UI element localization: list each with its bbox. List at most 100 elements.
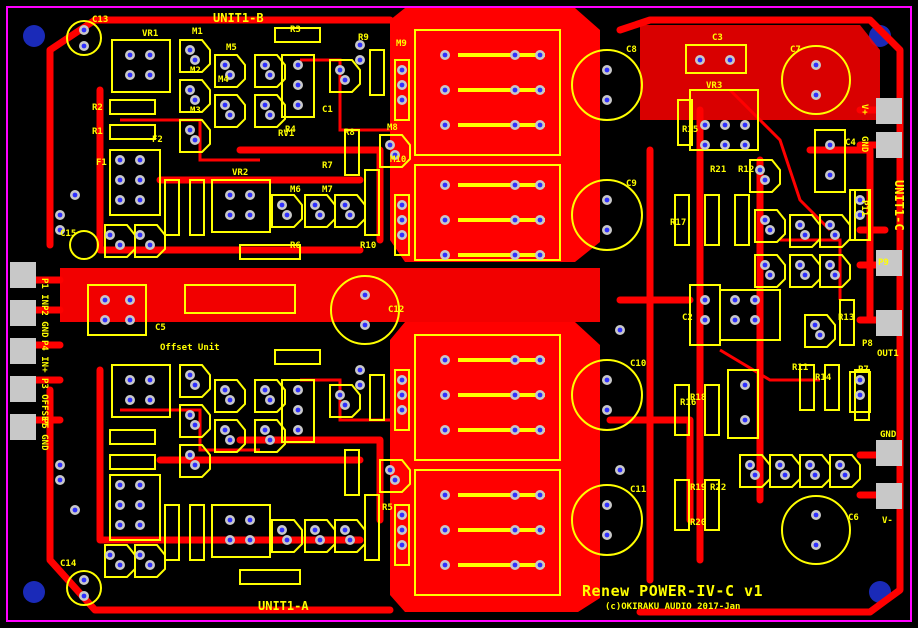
pad-hole xyxy=(262,387,268,393)
pad-hole xyxy=(107,232,113,238)
pad-hole xyxy=(387,467,393,473)
power-transistors xyxy=(414,29,561,596)
pad-hole xyxy=(227,212,233,218)
component-ref-c6: C6 xyxy=(848,513,859,523)
component-ref-m9: M9 xyxy=(396,39,407,49)
pad-hole xyxy=(117,522,123,528)
pad-hole xyxy=(802,232,808,238)
pad-hole xyxy=(762,177,768,183)
pad-hole xyxy=(727,57,733,63)
component-ref-c12: C12 xyxy=(388,305,404,315)
pad-hole xyxy=(312,527,318,533)
pad-hole xyxy=(342,77,348,83)
pad-hole xyxy=(147,397,153,403)
pad-hole xyxy=(192,422,198,428)
pad-hole xyxy=(387,142,393,148)
pad-hole xyxy=(357,57,363,63)
pad-hole xyxy=(537,492,543,498)
pad-hole xyxy=(732,297,738,303)
pad-hole xyxy=(767,272,773,278)
pad-hole xyxy=(117,562,123,568)
pad-hole xyxy=(342,402,348,408)
pad-hole xyxy=(192,137,198,143)
pad-hole xyxy=(512,217,518,223)
pad-hole xyxy=(813,62,819,68)
component-ref-c14: C14 xyxy=(60,559,77,569)
pad-hole xyxy=(512,492,518,498)
pad-hole xyxy=(284,537,290,543)
pad-hole xyxy=(617,327,623,333)
pad-hole xyxy=(857,377,863,383)
pad-hole xyxy=(267,397,273,403)
pad-hole xyxy=(187,452,193,458)
pad-hole xyxy=(512,122,518,128)
pad-hole xyxy=(357,382,363,388)
pad-hole xyxy=(742,122,748,128)
conn-label-gnd-r2: GND xyxy=(880,430,897,440)
pad-hole xyxy=(227,72,233,78)
pad-hole xyxy=(604,532,610,538)
power-transistor xyxy=(414,29,561,596)
pad-hole xyxy=(604,67,610,73)
pad-hole xyxy=(752,472,758,478)
pad-hole xyxy=(147,562,153,568)
unit-a-label: UNIT1-A xyxy=(258,599,309,613)
conn-label-p11: P11 xyxy=(859,200,869,216)
pad-hole xyxy=(442,357,448,363)
pad-hole xyxy=(117,502,123,508)
component-ref-r8: R8 xyxy=(344,128,355,138)
pad-hole xyxy=(857,212,863,218)
pad-hole xyxy=(247,192,253,198)
pad-hole xyxy=(227,192,233,198)
pad-hole xyxy=(295,82,301,88)
component-ref-m1: M1 xyxy=(192,27,203,37)
pad-hole xyxy=(137,522,143,528)
component-ref-r11: R11 xyxy=(792,363,808,373)
pad-hole xyxy=(399,512,405,518)
component-ref-m10: M10 xyxy=(390,155,406,165)
pad-hole xyxy=(227,437,233,443)
component-ref-p7: P7 xyxy=(858,365,869,375)
component-ref-r19: R19 xyxy=(690,483,706,493)
pad-hole xyxy=(827,262,833,268)
pad-hole xyxy=(702,317,708,323)
pad-hole xyxy=(312,202,318,208)
pad-hole xyxy=(399,232,405,238)
pad-hole xyxy=(295,387,301,393)
pad-hole xyxy=(782,472,788,478)
pad-hole xyxy=(817,332,823,338)
pad-hole xyxy=(827,172,833,178)
conn-label-gnd: P2 GND xyxy=(39,305,49,338)
pad-hole xyxy=(57,477,63,483)
pad-hole xyxy=(57,212,63,218)
pad-hole xyxy=(757,167,763,173)
pad-hole xyxy=(137,197,143,203)
conn-label-gnd-r: GND xyxy=(859,136,869,153)
pad-hole xyxy=(317,212,323,218)
pad-hole xyxy=(72,507,78,513)
component-ref-r12: R12 xyxy=(738,165,754,175)
component-ref-c5: C5 xyxy=(155,323,166,333)
pad-hole xyxy=(832,232,838,238)
component-ref-r17: R17 xyxy=(670,218,686,228)
pad-hole xyxy=(262,427,268,433)
pads xyxy=(55,25,865,601)
pad-hole xyxy=(147,377,153,383)
pad-hole xyxy=(147,242,153,248)
pad-hole xyxy=(604,377,610,383)
pad-hole xyxy=(537,392,543,398)
pad-hole xyxy=(337,392,343,398)
pad-hole xyxy=(187,412,193,418)
component-ref-r20: R20 xyxy=(690,518,706,528)
pad-hole xyxy=(342,202,348,208)
pad-hole xyxy=(187,372,193,378)
pad-hole xyxy=(192,57,198,63)
pad-hole xyxy=(392,152,398,158)
pad-hole xyxy=(797,222,803,228)
pad-hole xyxy=(127,52,133,58)
pad-hole xyxy=(399,202,405,208)
pad-hole xyxy=(362,292,368,298)
pad-hole xyxy=(512,527,518,533)
offset-unit-label: Offset Unit xyxy=(160,342,220,353)
conn-label-in-minus: P1 IN- xyxy=(39,278,49,311)
